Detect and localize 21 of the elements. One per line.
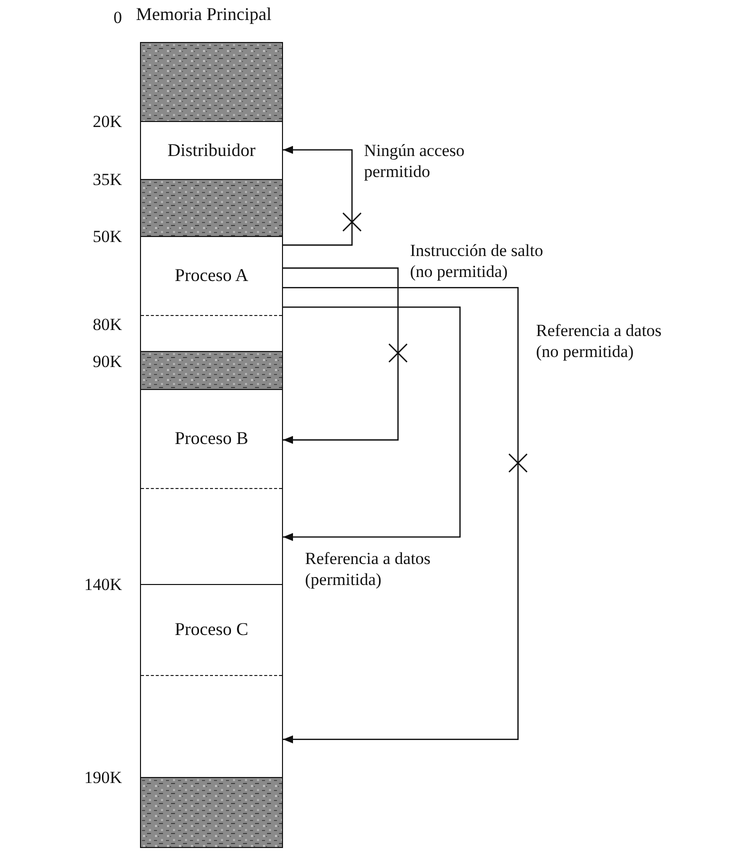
shaded-memory-block [140, 180, 283, 237]
address-label: 20K [92, 112, 122, 132]
address-label: 90K [92, 352, 122, 372]
address-label: 80K [92, 315, 122, 335]
address-label: 140K [83, 575, 122, 595]
connector-arrow [283, 286, 519, 744]
shaded-memory-block [140, 42, 283, 122]
segment-label: Proceso A [174, 265, 248, 286]
address-label: 50K [92, 227, 122, 247]
shaded-memory-block [140, 778, 283, 848]
connector-arrow [283, 267, 399, 444]
segment-label: Proceso C [174, 619, 248, 640]
segment-label: Distribuidor [168, 140, 256, 161]
address-label: 190K [83, 768, 122, 788]
address-label: 0 [112, 8, 122, 28]
connector-arrow [283, 306, 461, 542]
connector-arrow [283, 146, 353, 246]
segment-label: Proceso B [174, 428, 248, 449]
address-label: 35K [92, 170, 122, 190]
shaded-memory-block [140, 352, 283, 390]
memory-segment [140, 390, 283, 585]
